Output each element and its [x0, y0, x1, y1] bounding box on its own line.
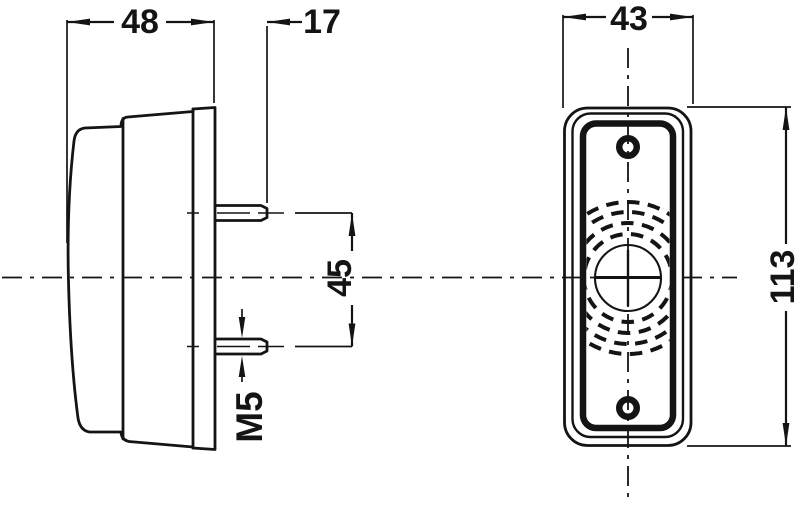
arrow-up-icon	[348, 213, 356, 236]
arrow-down-icon	[782, 423, 790, 446]
arrow-right-icon	[670, 13, 693, 21]
arrow-up-icon	[238, 356, 246, 377]
side-view	[66, 106, 284, 451]
height-dimension-label: 113	[764, 250, 800, 305]
width-dimension-label: 43	[610, 0, 648, 38]
dimension-height: 113	[687, 106, 800, 447]
arrow-down-icon	[238, 317, 246, 338]
arrow-right-icon	[191, 18, 214, 26]
arrow-left-icon	[267, 18, 290, 26]
arrow-up-icon	[782, 107, 790, 130]
arrow-down-icon	[348, 323, 356, 347]
stud-spacing-dimension-label: 45	[321, 259, 359, 297]
front-view	[563, 48, 693, 500]
thread-size-label: M5	[229, 391, 270, 442]
stud-length-dimension-label: 17	[303, 3, 341, 41]
lamp-side-outline	[66, 110, 195, 449]
thread-callout: M5	[229, 309, 270, 443]
arrow-left-icon	[67, 18, 90, 26]
arrow-left-icon	[563, 13, 586, 21]
depth-dimension-label: 48	[121, 3, 159, 41]
dimension-width: 43	[562, 0, 694, 108]
base-plate	[191, 106, 217, 451]
dimension-stud-spacing: 45	[295, 212, 359, 348]
dimension-stud-length: 17	[266, 3, 341, 203]
dimension-depth: 48	[66, 3, 215, 243]
